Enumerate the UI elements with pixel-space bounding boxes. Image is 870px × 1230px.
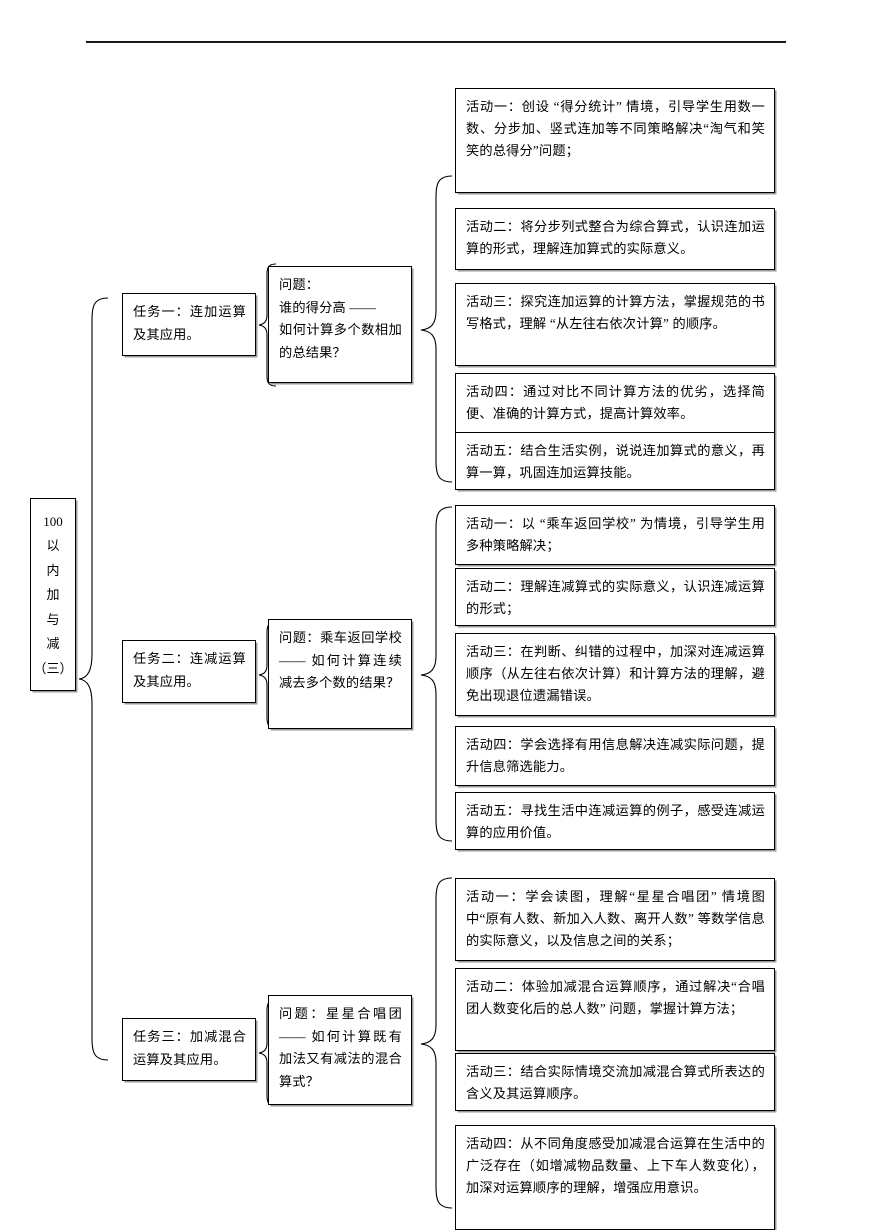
problem-to-activities-brace-1	[420, 175, 453, 483]
root-char-1: 以	[46, 538, 60, 553]
activity-node-3-2[interactable]: 活动二：体验加减混合运算顺序，通过解决“合唱团人数变化后的总人数” 问题，掌握计…	[455, 968, 775, 1051]
task-node-2[interactable]: 任务二：连减运算及其应用。	[122, 640, 256, 703]
root-brace	[78, 297, 109, 1061]
activity-node-1-4[interactable]: 活动四：通过对比不同计算方法的优劣，选择简便、准确的计算方式，提高计算效率。	[455, 373, 775, 433]
activity-label-3-4: 活动四：从不同角度感受加减混合运算在生活中的广泛存在（如增减物品数量、上下车人数…	[466, 1136, 765, 1196]
root-char-0: 100	[43, 513, 63, 529]
activity-label-1-3: 活动三：探究连加运算的计算方法，掌握规范的书写格式，理解 “从左往右依次计算” …	[466, 294, 765, 332]
problem-node-2[interactable]: 问题：乘车返回学校 —— 如何计算连续减去多个数的结果？	[268, 619, 412, 729]
activity-node-2-4[interactable]: 活动四：学会选择有用信息解决连减实际问题，提升信息筛选能力。	[455, 726, 775, 786]
task-label-1: 任务一：连加运算及其应用。	[133, 304, 246, 342]
activity-node-1-2[interactable]: 活动二：将分步列式整合为综合算式，认识连加运算的形式，理解连加算式的实际意义。	[455, 208, 775, 270]
problem-node-3[interactable]: 问题：星星合唱团 —— 如何计算既有加法又有减法的混合算式？	[268, 995, 412, 1105]
problem-label-1: 问题： 谁的得分高 —— 如何计算多个数相加的总结果？	[279, 277, 402, 361]
problem-to-activities-brace-2	[420, 506, 453, 842]
activity-node-2-5[interactable]: 活动五：寻找生活中连减运算的例子，感受连减运算的应用价值。	[455, 792, 775, 850]
root-char-5: 减	[46, 636, 60, 651]
root-char-6: （三）	[33, 660, 73, 676]
activity-label-2-4: 活动四：学会选择有用信息解决连减实际问题，提升信息筛选能力。	[466, 737, 765, 775]
activity-node-2-3[interactable]: 活动三：在判断、纠错的过程中，加深对连减运算顺序（从左往右依次计算）和计算方法的…	[455, 633, 775, 716]
problem-label-3: 问题：星星合唱团 —— 如何计算既有加法又有减法的混合算式？	[279, 1006, 402, 1090]
activity-node-1-5[interactable]: 活动五：结合生活实例，说说连加算式的意义，再算一算，巩固连加运算技能。	[455, 432, 775, 490]
activity-label-3-1: 活动一：学会读图，理解“星星合唱团” 情境图中“原有人数、新加入人数、离开人数”…	[466, 889, 765, 949]
root-char-3: 加	[46, 587, 60, 602]
root-char-4: 与	[46, 611, 60, 627]
activity-node-1-1[interactable]: 活动一：创设 “得分统计” 情境，引导学生用数一数、分步加、竖式连加等不同策略解…	[455, 88, 775, 193]
activity-label-1-5: 活动五：结合生活实例，说说连加算式的意义，再算一算，巩固连加运算技能。	[466, 443, 765, 481]
task-node-1[interactable]: 任务一：连加运算及其应用。	[122, 293, 256, 356]
activity-label-2-2: 活动二：理解连减算式的实际意义，认识连减运算的形式；	[466, 579, 765, 617]
task-label-3: 任务三：加减混合运算及其应用。	[133, 1029, 246, 1067]
activity-label-2-3: 活动三：在判断、纠错的过程中，加深对连减运算顺序（从左往右依次计算）和计算方法的…	[466, 644, 765, 704]
task-node-3[interactable]: 任务三：加减混合运算及其应用。	[122, 1018, 256, 1081]
problem-to-activities-brace-3	[420, 877, 453, 1209]
activity-node-1-3[interactable]: 活动三：探究连加运算的计算方法，掌握规范的书写格式，理解 “从左往右依次计算” …	[455, 283, 775, 366]
header-divider-rule	[86, 41, 786, 43]
activity-label-2-1: 活动一：以 “乘车返回学校” 为情境，引导学生用多种策略解决；	[466, 516, 765, 554]
activity-node-3-3[interactable]: 活动三：结合实际情境交流加减混合算式所表达的含义及其运算顺序。	[455, 1053, 775, 1111]
activity-label-3-2: 活动二：体验加减混合运算顺序，通过解决“合唱团人数变化后的总人数” 问题，掌握计…	[466, 979, 765, 1017]
root-char-2: 内	[46, 562, 60, 578]
activity-label-1-1: 活动一：创设 “得分统计” 情境，引导学生用数一数、分步加、竖式连加等不同策略解…	[466, 99, 765, 159]
activity-node-2-2[interactable]: 活动二：理解连减算式的实际意义，认识连减运算的形式；	[455, 568, 775, 626]
activity-label-3-3: 活动三：结合实际情境交流加减混合算式所表达的含义及其运算顺序。	[466, 1064, 765, 1102]
activity-node-3-4[interactable]: 活动四：从不同角度感受加减混合运算在生活中的广泛存在（如增减物品数量、上下车人数…	[455, 1125, 775, 1230]
activity-label-2-5: 活动五：寻找生活中连减运算的例子，感受连减运算的应用价值。	[466, 803, 765, 841]
activity-label-1-4: 活动四：通过对比不同计算方法的优劣，选择简便、准确的计算方式，提高计算效率。	[466, 384, 765, 422]
task-label-2: 任务二：连减运算及其应用。	[133, 651, 246, 689]
problem-node-1[interactable]: 问题： 谁的得分高 —— 如何计算多个数相加的总结果？	[268, 266, 412, 383]
problem-label-2: 问题：乘车返回学校 —— 如何计算连续减去多个数的结果？	[279, 630, 402, 691]
activity-label-1-2: 活动二：将分步列式整合为综合算式，认识连加运算的形式，理解连加算式的实际意义。	[466, 219, 765, 257]
root-node[interactable]: 100 以 内 加 与 减 （三）	[30, 498, 76, 691]
activity-node-3-1[interactable]: 活动一：学会读图，理解“星星合唱团” 情境图中“原有人数、新加入人数、离开人数”…	[455, 878, 775, 961]
activity-node-2-1[interactable]: 活动一：以 “乘车返回学校” 为情境，引导学生用多种策略解决；	[455, 505, 775, 565]
